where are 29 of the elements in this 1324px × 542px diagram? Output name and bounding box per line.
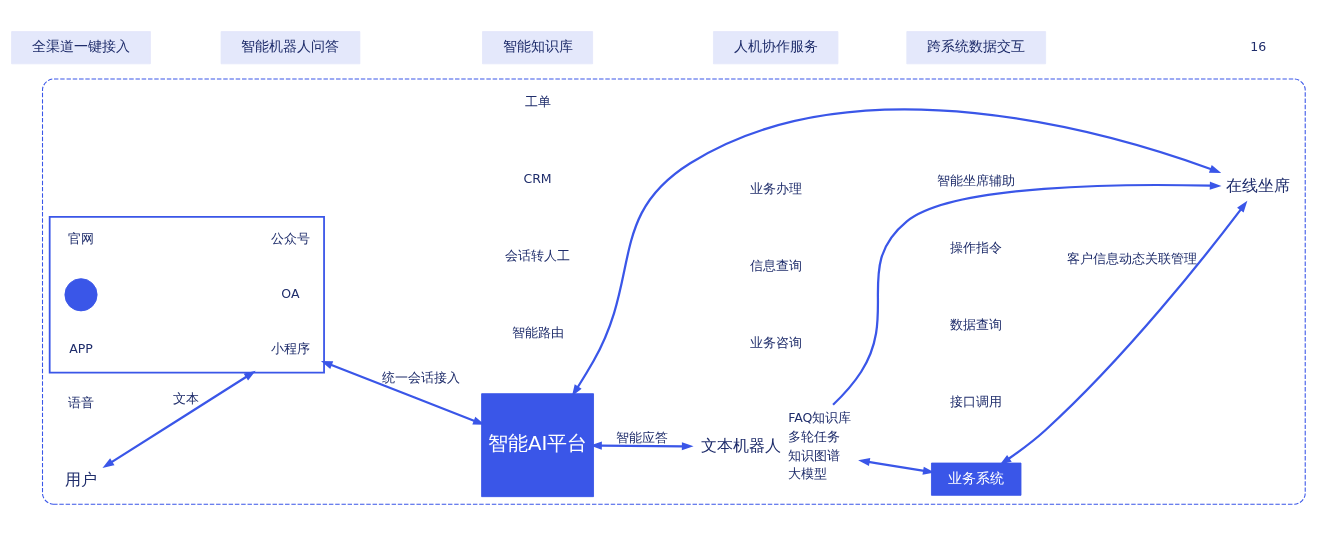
edge-label: 智能应答: [615, 429, 668, 445]
node-text: 官网: [68, 230, 94, 246]
node-label: 知识图谱: [788, 447, 841, 463]
node-text: 公众号: [270, 230, 310, 246]
node-text: OA: [281, 285, 300, 301]
edge-label: 客户信息动态关联管理: [1066, 250, 1197, 266]
label: 业务办理: [749, 180, 802, 196]
node-label: 大模型: [788, 465, 828, 481]
node-text: 用户: [65, 469, 97, 489]
node-text: 小程序: [270, 340, 310, 356]
node-text: 在线坐席: [1226, 175, 1291, 195]
node-label: FAQ知识库: [788, 409, 852, 425]
label: 16: [1250, 38, 1267, 54]
label: 工单: [524, 93, 551, 109]
edge-label: 智能坐席辅助: [937, 172, 1016, 188]
label: 操作指令: [950, 239, 1003, 255]
label: 智能路由: [511, 324, 564, 340]
edge-label: 文本: [172, 390, 199, 406]
label: 业务咨询: [749, 334, 802, 350]
label: 语音: [68, 394, 94, 410]
label: 会话转人工: [505, 247, 571, 263]
label: 信息查询: [749, 257, 802, 273]
label: 接口调用: [950, 393, 1003, 409]
edge-label: 统一会话接入: [381, 369, 460, 385]
label: 数据查询: [950, 316, 1003, 332]
node-text: 文本机器人: [701, 435, 782, 455]
node-text: APP: [69, 340, 93, 356]
node-label: 多轮任务: [788, 428, 841, 444]
label: CRM: [523, 170, 552, 186]
